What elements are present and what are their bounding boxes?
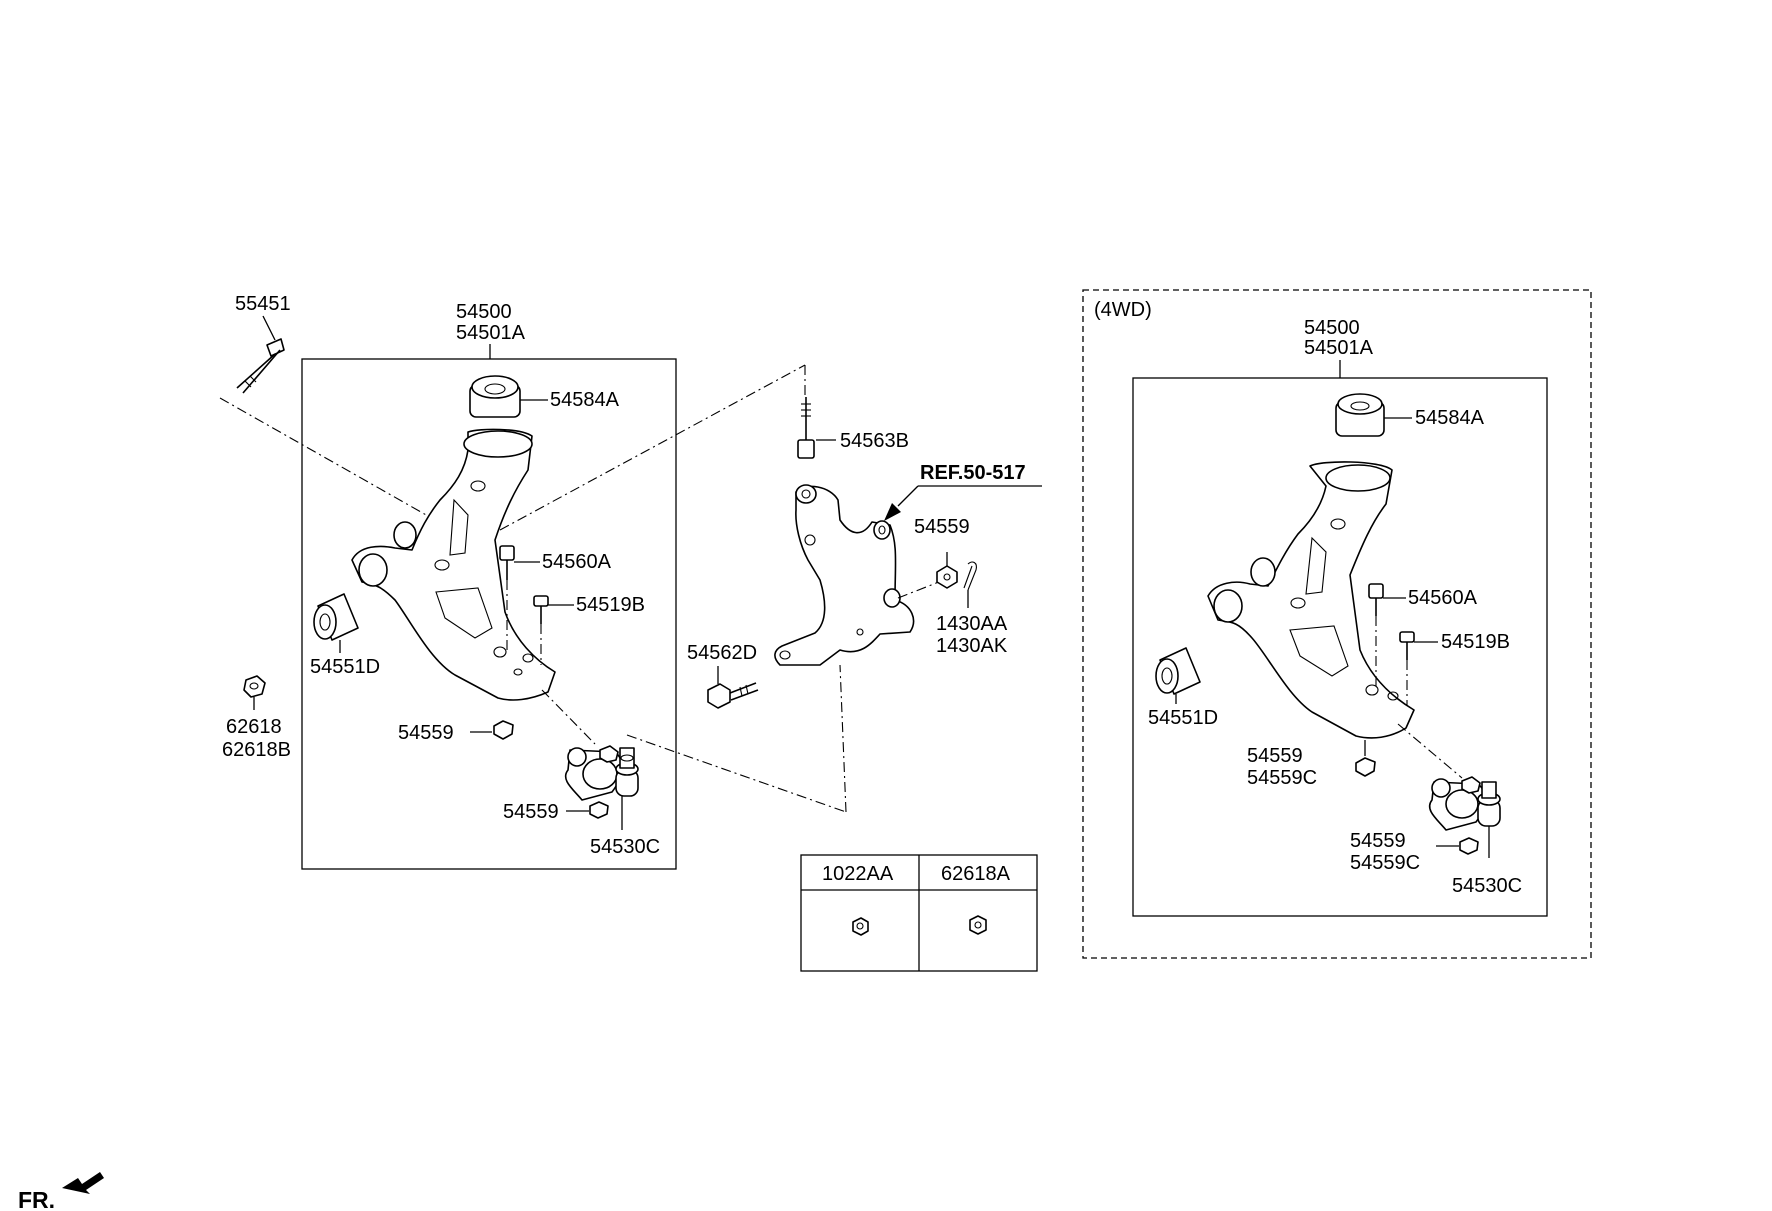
fourwd-part-label-54551d[interactable]: 54551D bbox=[1148, 707, 1218, 729]
part-label-54501a[interactable]: 54501A bbox=[456, 322, 526, 344]
lower-control-arm[interactable] bbox=[351, 428, 556, 701]
fourwd-part-label-54519b[interactable]: 54519B bbox=[1441, 631, 1510, 653]
fourwd-nut-54559-a[interactable] bbox=[1355, 757, 1376, 777]
fourwd-assembly-frame bbox=[1132, 377, 1548, 917]
part-label-54562d[interactable]: 54562D bbox=[687, 642, 757, 664]
fourwd-bolt-54560a[interactable] bbox=[1368, 583, 1384, 616]
cotter-pin-1430aa[interactable] bbox=[963, 561, 977, 591]
part-label-1430aa[interactable]: 1430AA bbox=[936, 613, 1008, 635]
nut-54559-b[interactable] bbox=[589, 801, 609, 819]
part-label-54530c[interactable]: 54530C bbox=[590, 836, 660, 858]
nut-62618[interactable] bbox=[243, 675, 266, 698]
fourwd-part-label-54530c[interactable]: 54530C bbox=[1452, 875, 1522, 897]
nut-54559-c[interactable] bbox=[936, 565, 958, 589]
part-label-54500[interactable]: 54500 bbox=[456, 301, 512, 323]
part-label-54584a[interactable]: 54584A bbox=[550, 389, 620, 411]
main-assembly-group: 54500 54501A 55451 bbox=[219, 293, 847, 870]
fourwd-part-label-54559-a[interactable]: 54559 bbox=[1247, 745, 1303, 767]
fourwd-part-label-54584a[interactable]: 54584A bbox=[1415, 407, 1485, 429]
fourwd-nut-54559-b[interactable] bbox=[1459, 837, 1479, 855]
part-label-55451[interactable]: 55451 bbox=[235, 293, 291, 315]
fourwd-part-label-54559-b[interactable]: 54559 bbox=[1350, 830, 1406, 852]
front-direction-label[interactable]: FR. bbox=[18, 1187, 55, 1211]
front-direction-indicator: FR. bbox=[18, 1172, 104, 1211]
ball-joint-54530c[interactable] bbox=[564, 745, 639, 801]
nut-1022aa-icon bbox=[852, 917, 869, 936]
table-header-62618a[interactable]: 62618A bbox=[941, 863, 1011, 885]
fourwd-ball-joint-54530c[interactable] bbox=[1428, 776, 1501, 831]
bolt-54560a[interactable] bbox=[499, 545, 515, 580]
long-bolt-55451[interactable] bbox=[236, 338, 285, 394]
part-label-54519b[interactable]: 54519B bbox=[576, 594, 645, 616]
fourwd-lower-control-arm[interactable] bbox=[1207, 461, 1415, 739]
nut-54559-a[interactable] bbox=[493, 720, 514, 740]
fourwd-part-label-54500[interactable]: 54500 bbox=[1304, 317, 1360, 339]
part-label-62618b[interactable]: 62618B bbox=[222, 739, 291, 761]
fourwd-title[interactable]: (4WD) bbox=[1094, 299, 1152, 321]
fourwd-part-label-54501a[interactable]: 54501A bbox=[1304, 337, 1374, 359]
part-label-1430ak[interactable]: 1430AK bbox=[936, 635, 1008, 657]
fourwd-part-label-54559c-a[interactable]: 54559C bbox=[1247, 767, 1317, 789]
part-label-62618[interactable]: 62618 bbox=[226, 716, 282, 738]
fourwd-bushing-54584a[interactable] bbox=[1335, 393, 1385, 437]
fourwd-frame bbox=[1082, 289, 1592, 959]
bolt-54519b[interactable] bbox=[533, 595, 549, 624]
part-label-54559-c[interactable]: 54559 bbox=[914, 516, 970, 538]
ref-arrow-icon bbox=[884, 503, 901, 521]
ref-label[interactable]: REF.50-517 bbox=[920, 462, 1026, 484]
nut-reference-table: 1022AA 62618A bbox=[800, 854, 1038, 972]
front-arrow-icon bbox=[62, 1172, 104, 1194]
fourwd-bushing-54551d[interactable] bbox=[1155, 647, 1201, 695]
table-header-1022aa[interactable]: 1022AA bbox=[822, 863, 894, 885]
fourwd-bolt-54519b[interactable] bbox=[1399, 631, 1415, 660]
steering-knuckle[interactable] bbox=[774, 484, 915, 666]
bushing-54584a[interactable] bbox=[469, 375, 521, 418]
fourwd-part-label-54560a[interactable]: 54560A bbox=[1408, 587, 1478, 609]
assembly-frame bbox=[301, 358, 677, 870]
bolt-54563b[interactable] bbox=[797, 397, 815, 459]
part-label-54551d[interactable]: 54551D bbox=[310, 656, 380, 678]
fourwd-group: (4WD) 54500 54501A 54584A bbox=[1082, 289, 1592, 959]
nut-62618a-icon bbox=[969, 915, 987, 935]
part-label-54560a[interactable]: 54560A bbox=[542, 551, 612, 573]
part-label-54559-a[interactable]: 54559 bbox=[398, 722, 454, 744]
knuckle-group: 54563B REF.50-517 54559 bbox=[687, 397, 1042, 709]
part-label-54559-b[interactable]: 54559 bbox=[503, 801, 559, 823]
bushing-54551d[interactable] bbox=[313, 593, 359, 641]
fourwd-part-label-54559c-b[interactable]: 54559C bbox=[1350, 852, 1420, 874]
bolt-54562d[interactable] bbox=[707, 682, 759, 709]
part-label-54563b[interactable]: 54563B bbox=[840, 430, 909, 452]
